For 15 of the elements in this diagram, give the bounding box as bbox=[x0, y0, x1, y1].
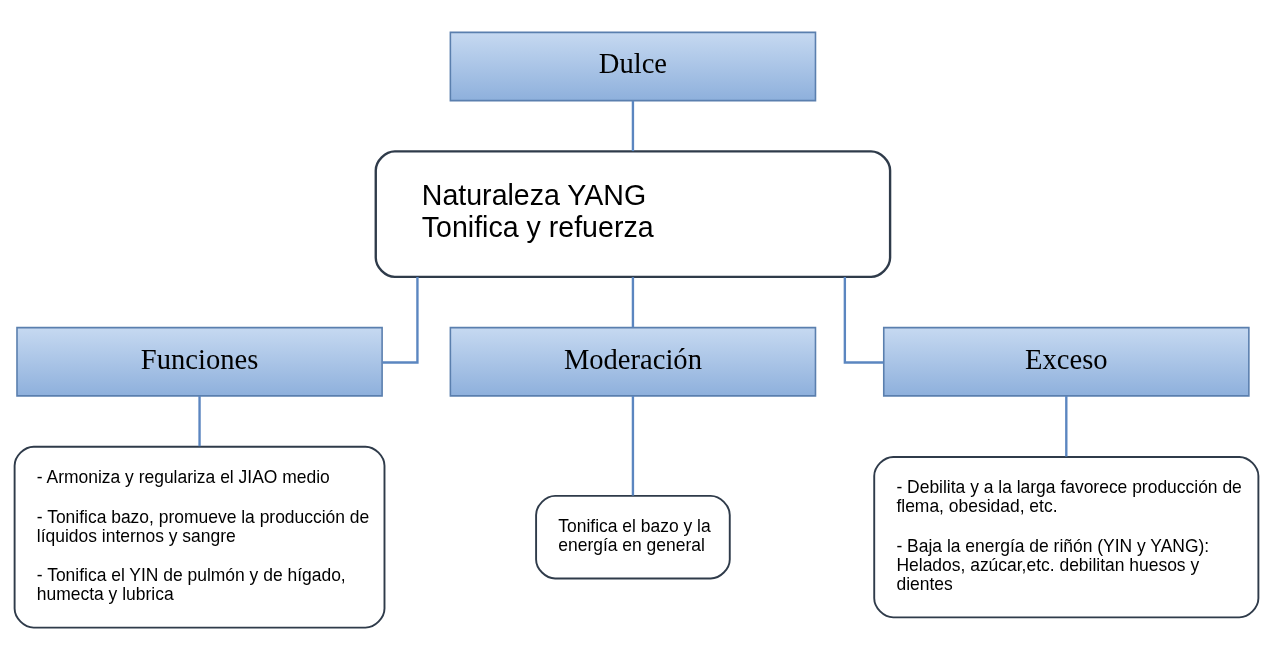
node-box: Moderación bbox=[449, 326, 817, 397]
node-box: Naturaleza YANG Tonifica y refuerza bbox=[374, 149, 892, 278]
connector bbox=[1065, 395, 1068, 456]
node-box: - Armoniza y regulariza el JIAO medio - Tonifica bazo, promueve la producción de líquidos internos y sangre - Tonifica el YIN de pulmón y de hígado, humecta y lubrica bbox=[13, 445, 386, 629]
connector bbox=[198, 395, 201, 446]
connector bbox=[631, 100, 635, 151]
node-box: - Debilita y a la larga favorece producción de flema, obesidad, etc. - Baja la energía de riñón (YIN y YANG): Helados, azúcar,etc. debilitan huesos y dientes bbox=[873, 455, 1260, 618]
connector bbox=[382, 276, 419, 364]
node-box: Funciones bbox=[16, 326, 383, 397]
connector bbox=[631, 395, 635, 496]
node-box: Exceso bbox=[882, 326, 1250, 397]
connector bbox=[631, 276, 635, 327]
node-box: Dulce bbox=[449, 31, 817, 101]
node-box: Tonifica el bazo y la energía en general bbox=[535, 494, 731, 579]
connector bbox=[843, 276, 884, 364]
